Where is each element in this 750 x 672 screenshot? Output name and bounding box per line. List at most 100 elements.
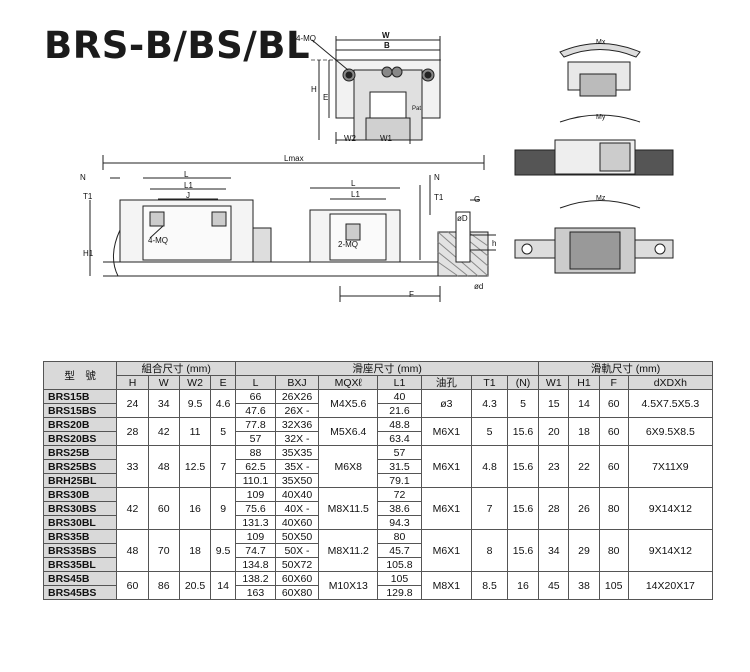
cell-l: 57 <box>235 431 276 446</box>
cell-h: 33 <box>116 445 149 488</box>
model-cell: BRS45BS <box>42 585 118 600</box>
cell-l1: 105.8 <box>377 557 422 572</box>
model-cell: BRS30BS <box>42 501 118 516</box>
cell-w2: 18 <box>178 529 212 572</box>
cell-l: 66 <box>235 389 276 404</box>
label-w: W <box>382 31 390 40</box>
cell-ddh: 14X20X17 <box>627 571 714 600</box>
cell-w: 42 <box>147 417 180 446</box>
cell-l: 109 <box>235 487 276 502</box>
cell-l1: 79.1 <box>377 473 422 488</box>
label-w1: W1 <box>380 134 393 143</box>
moment-views <box>514 43 674 274</box>
model-cell: BRS35BL <box>42 557 118 572</box>
spec-table: 型 號 組合尺寸 (mm) 滑座尺寸 (mm) 滑軌尺寸 (mm) H W W2… <box>42 361 714 600</box>
cell-w2: 12.5 <box>178 445 212 488</box>
cell-oil: M6X1 <box>420 529 473 572</box>
cell-w1: 23 <box>538 445 570 488</box>
cell-oil: M8X1 <box>420 571 473 600</box>
col-ddh: dXDXh <box>627 375 714 390</box>
cell-bxj: 40X60 <box>274 515 320 530</box>
label-l1-side: L1 <box>184 181 193 190</box>
cell-w: 70 <box>147 529 180 572</box>
cell-w: 48 <box>147 445 180 488</box>
cell-n: 5 <box>506 389 540 418</box>
model-cell: BRS15B <box>42 389 118 404</box>
cell-n: 15.6 <box>506 417 540 446</box>
header-rail: 滑軌尺寸 (mm) <box>538 361 713 376</box>
cell-l: 47.6 <box>235 403 276 418</box>
label-n-side: N <box>80 173 86 182</box>
col-h: H <box>116 375 149 390</box>
cell-n: 16 <box>506 571 540 600</box>
cell-ddh: 4.5X7.5X5.3 <box>627 389 714 418</box>
model-cell: BRS25BS <box>42 459 118 474</box>
cell-w2: 9.5 <box>178 389 212 418</box>
col-n: (N) <box>506 375 540 390</box>
cell-t1: 5 <box>471 417 508 446</box>
side-view <box>89 155 485 277</box>
cell-n: 15.6 <box>506 445 540 488</box>
label-t1-short: T1 <box>434 193 444 202</box>
cell-bxj: 35X35 <box>274 445 320 460</box>
cell-l: 138.2 <box>235 571 276 586</box>
cell-bxj: 40X40 <box>274 487 320 502</box>
cell-w1: 28 <box>538 487 570 530</box>
cell-ddh: 7X11X9 <box>627 445 714 488</box>
label-t1-side: T1 <box>83 192 93 201</box>
cell-mq: M5X6.4 <box>318 417 379 446</box>
label-e: E <box>323 93 328 102</box>
label-f: F <box>409 290 414 299</box>
page-title: BRS-B/BS/BL <box>44 24 311 67</box>
cell-n: 15.6 <box>506 487 540 530</box>
cell-h1: 26 <box>568 487 600 530</box>
cell-l1: 38.6 <box>377 501 422 516</box>
cell-t1: 4.3 <box>471 389 508 418</box>
technical-drawing: 4-MQ W B H E Pat. W2 W1 Mx My Mz <box>80 31 674 302</box>
cell-h1: 18 <box>568 417 600 446</box>
cell-h: 60 <box>116 571 149 600</box>
cell-w2: 20.5 <box>178 571 212 600</box>
cell-w2: 11 <box>178 417 212 446</box>
front-view <box>311 36 442 144</box>
cell-oil: M6X1 <box>420 487 473 530</box>
cell-l: 163 <box>235 585 276 600</box>
col-l1: L1 <box>377 375 422 390</box>
cell-h1: 14 <box>568 389 600 418</box>
cell-w1: 20 <box>538 417 570 446</box>
cell-l1: 63.4 <box>377 431 422 446</box>
col-t1: T1 <box>471 375 508 390</box>
cell-h: 28 <box>116 417 149 446</box>
cell-t1: 7 <box>471 487 508 530</box>
label-phi-d-large: øD <box>457 214 468 223</box>
cell-oil: ø3 <box>420 389 473 418</box>
label-w2: W2 <box>344 134 357 143</box>
label-2-mq: 2-MQ <box>338 240 358 249</box>
cell-w: 34 <box>147 389 180 418</box>
cell-l: 77.8 <box>235 417 276 432</box>
header-block: 滑座尺寸 (mm) <box>235 361 540 376</box>
cell-l: 74.7 <box>235 543 276 558</box>
label-h-rail: h <box>492 239 496 248</box>
cell-l1: 72 <box>377 487 422 502</box>
label-4-mq-top: 4-MQ <box>296 34 316 43</box>
label-l-side: L <box>184 170 189 179</box>
cell-l1: 45.7 <box>377 543 422 558</box>
col-l: L <box>235 375 276 390</box>
col-h1: H1 <box>568 375 600 390</box>
header-assembly: 組合尺寸 (mm) <box>116 361 237 376</box>
cell-ddh: 9X14X12 <box>627 487 714 530</box>
model-cell: BRS25B <box>42 445 118 460</box>
col-w2: W2 <box>178 375 212 390</box>
cell-w1: 15 <box>538 389 570 418</box>
cell-f: 60 <box>598 445 629 488</box>
cell-w1: 34 <box>538 529 570 572</box>
label-my: My <box>596 114 606 121</box>
